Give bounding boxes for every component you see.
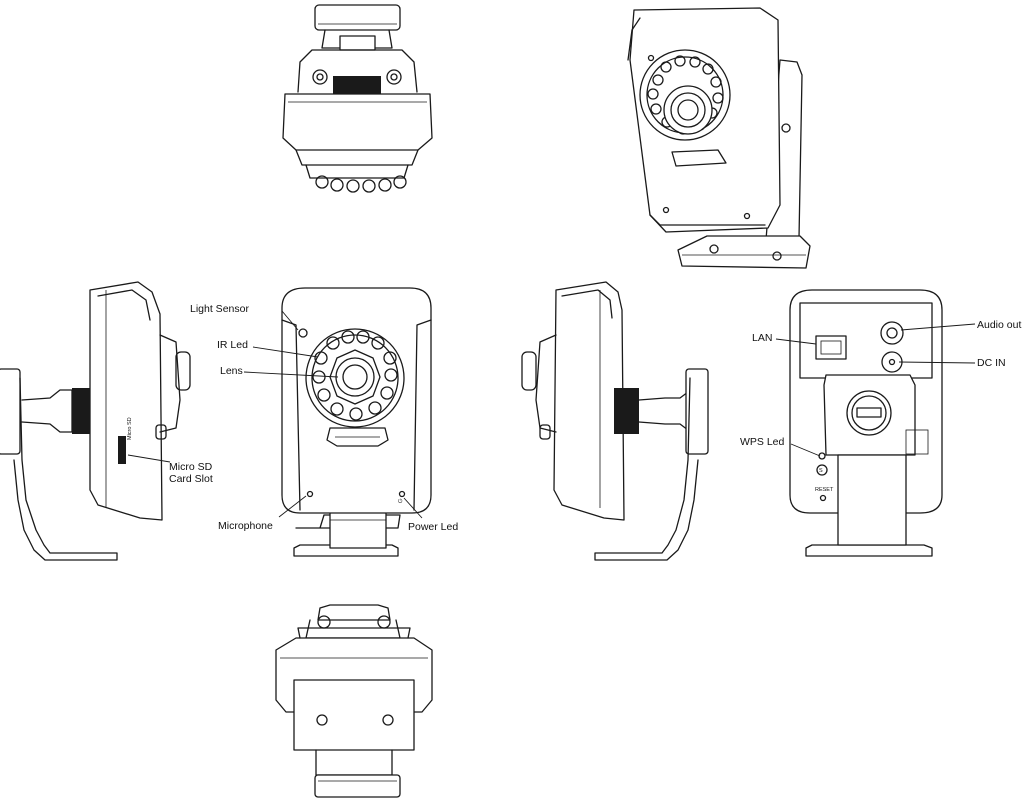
left-side-view: Micro SD (0, 282, 190, 560)
focus-ring-knurl (333, 76, 381, 94)
bottom-view (276, 605, 432, 797)
label-card-slot: Card Slot (169, 473, 213, 485)
label-audio-out: Audio out (977, 319, 1021, 331)
front-view: ⏻ (282, 288, 431, 556)
lan-port (816, 336, 846, 359)
svg-text:S: S (819, 468, 823, 474)
label-wps-led: WPS Led (740, 436, 785, 448)
back-view: S RESET (790, 290, 942, 556)
label-ir-led: IR Led (217, 339, 248, 351)
label-dc-in: DC IN (977, 357, 1006, 369)
right-side-view (522, 282, 708, 560)
label-light-sensor: Light Sensor (190, 303, 249, 315)
label-power-led: Power Led (408, 521, 458, 533)
reset-text: RESET (815, 487, 834, 493)
top-view (283, 5, 432, 192)
label-microphone: Microphone (218, 520, 273, 532)
micro-sd-side-text: Micro SD (127, 417, 133, 440)
svg-text:⏻: ⏻ (398, 498, 403, 505)
perspective-view (628, 8, 810, 268)
label-lan: LAN (752, 332, 772, 344)
label-micro-sd: Micro SD (169, 461, 213, 473)
label-lens: Lens (220, 365, 243, 377)
